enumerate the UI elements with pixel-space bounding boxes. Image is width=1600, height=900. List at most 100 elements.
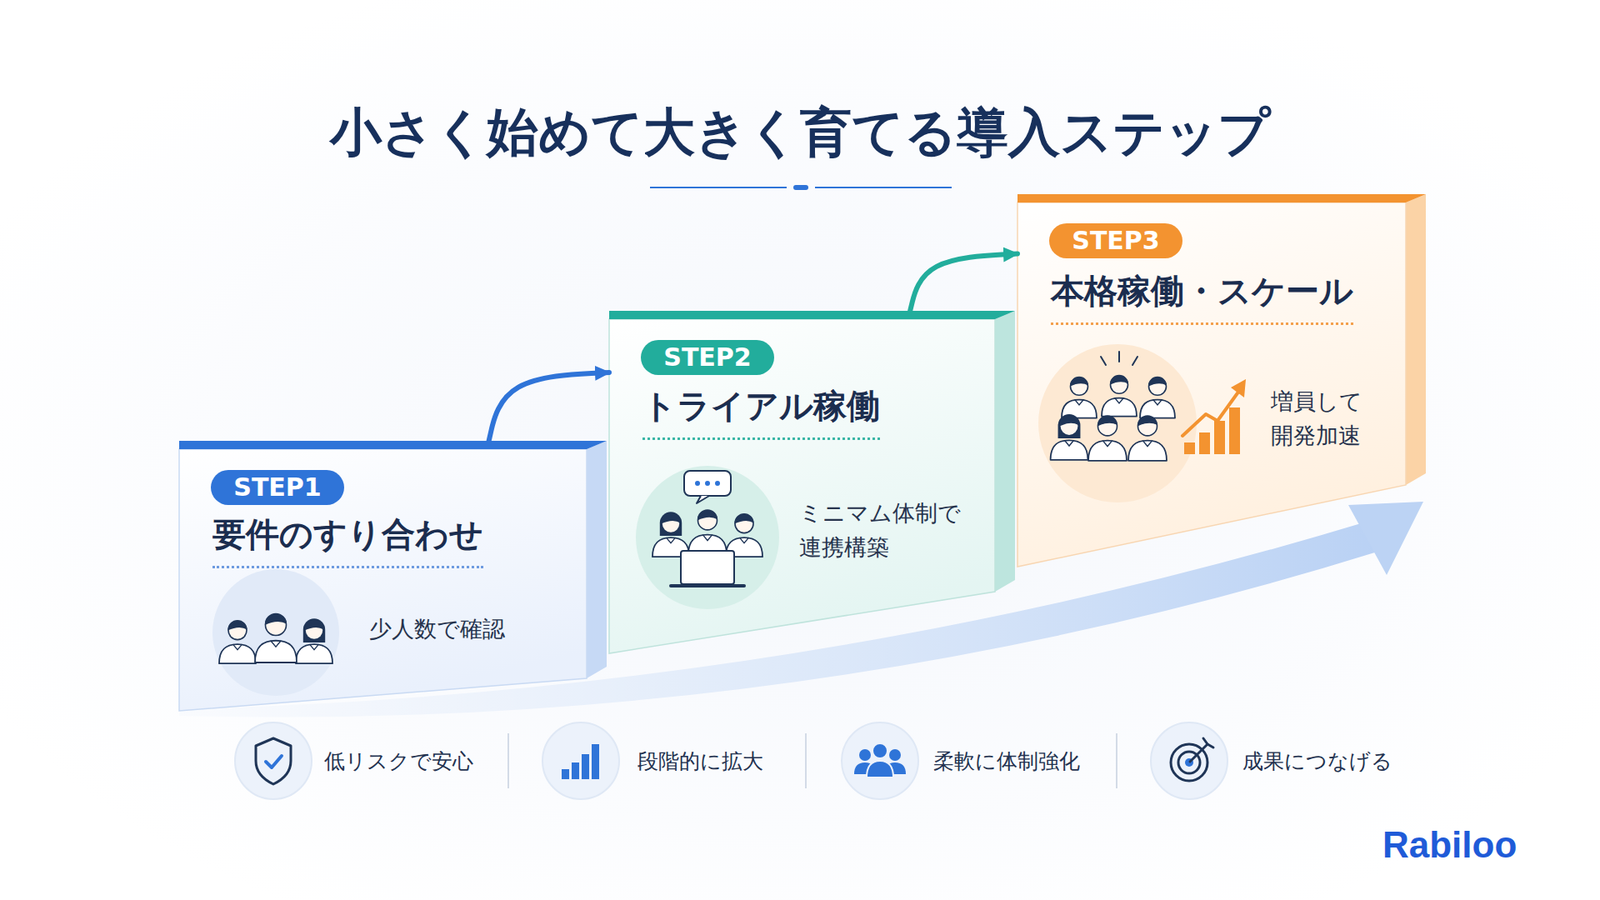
panel-top-band bbox=[179, 440, 607, 450]
sparkle-line bbox=[1118, 351, 1120, 362]
person-hair-back bbox=[1058, 414, 1081, 439]
person-hair bbox=[697, 509, 718, 520]
feature-label: 柔軟に体制強化 bbox=[933, 747, 1080, 775]
feature-icon bbox=[841, 722, 919, 800]
step-heading: トライアル稼働 bbox=[642, 385, 880, 440]
step-arrow bbox=[489, 372, 610, 441]
illustration bbox=[635, 465, 780, 610]
sparkle-line bbox=[1100, 356, 1106, 365]
step-badge: STEP1 bbox=[210, 470, 345, 505]
person-figure bbox=[1101, 375, 1137, 417]
panel-top-band bbox=[1017, 194, 1426, 203]
illustration bbox=[212, 569, 340, 696]
person-collar bbox=[270, 640, 282, 648]
person-collar bbox=[740, 537, 750, 544]
laptop-screen bbox=[680, 550, 735, 585]
person-body bbox=[1128, 440, 1167, 461]
person-collar bbox=[1142, 440, 1153, 447]
people-symbol bbox=[889, 749, 901, 761]
panel-front-face bbox=[1017, 202, 1406, 567]
feature-icon-circle bbox=[1150, 722, 1228, 800]
person-collar bbox=[233, 644, 243, 650]
person-hair bbox=[1148, 376, 1167, 387]
person-body bbox=[1088, 440, 1127, 461]
step-heading: 要件のすり合わせ bbox=[212, 514, 484, 569]
person-figure bbox=[688, 509, 727, 555]
growth-sweep-arrowhead bbox=[1348, 501, 1424, 575]
step-heading: 本格稼働・スケール bbox=[1050, 270, 1354, 325]
diagram-title: 小さく始めて大きく育てる導入ステップ bbox=[0, 99, 1600, 166]
person-collar bbox=[702, 535, 713, 541]
step-panel: トライアル稼働ミニマム体制で 連携構築 STEP2 bbox=[609, 310, 995, 654]
step-badge: STEP3 bbox=[1049, 223, 1183, 259]
person-figure bbox=[219, 620, 256, 664]
step-description: ミニマム体制で 連携構築 bbox=[799, 496, 975, 565]
title-rule bbox=[815, 186, 952, 189]
speech-dot bbox=[695, 480, 700, 486]
people-symbol bbox=[872, 743, 888, 759]
person-body bbox=[1101, 398, 1137, 417]
title-rule-dot bbox=[793, 185, 809, 190]
person-collar bbox=[1064, 440, 1074, 446]
step-badge: STEP2 bbox=[640, 340, 775, 375]
person-collar bbox=[1102, 440, 1113, 447]
bar-symbol bbox=[581, 754, 590, 780]
check-symbol bbox=[265, 755, 282, 768]
speech-bubble-tail bbox=[696, 495, 710, 504]
growth-arrow-head bbox=[1230, 379, 1246, 398]
laptop-base bbox=[670, 584, 745, 588]
panel-front-face bbox=[609, 319, 995, 654]
panel-side-face bbox=[1405, 194, 1426, 485]
person-hair bbox=[304, 620, 324, 631]
person-body bbox=[255, 640, 297, 663]
person-hair bbox=[265, 613, 287, 625]
growth-arrow-line bbox=[1182, 390, 1240, 436]
feature-icon-circle bbox=[235, 722, 312, 800]
feature-separator bbox=[507, 733, 510, 789]
speech-bubble bbox=[684, 470, 731, 496]
step-description: 増員して 開発加速 bbox=[1270, 385, 1380, 453]
person-body bbox=[219, 644, 256, 664]
people-symbol bbox=[866, 760, 894, 778]
person-figure bbox=[295, 618, 333, 664]
illustration-circle bbox=[212, 569, 340, 696]
sparkle-line bbox=[1132, 356, 1138, 365]
person-figure bbox=[1128, 415, 1167, 461]
bar-symbol bbox=[561, 769, 570, 780]
person-figure bbox=[1140, 376, 1175, 419]
person-hair bbox=[660, 513, 680, 525]
target-arrow-fletch bbox=[1203, 738, 1214, 748]
illustration bbox=[1038, 344, 1197, 503]
step-badge-label: STEP3 bbox=[1049, 223, 1183, 259]
panel-top-band bbox=[609, 310, 1015, 320]
feature-label: 低リスクで安心 bbox=[324, 747, 474, 775]
person-collar bbox=[666, 537, 676, 544]
person-hair bbox=[734, 513, 754, 525]
person-figure bbox=[255, 613, 297, 663]
feature-separator bbox=[805, 733, 807, 789]
feature-icon bbox=[1150, 722, 1228, 800]
feature-label: 段階的に拡大 bbox=[637, 747, 764, 775]
person-hair-back bbox=[303, 618, 325, 643]
shield-symbol bbox=[255, 738, 291, 785]
illustration-circle bbox=[635, 465, 780, 610]
person-body bbox=[1050, 440, 1089, 460]
step-panel: 要件のすり合わせ少人数で確認STEP1 bbox=[179, 440, 587, 711]
person-hair bbox=[1097, 415, 1118, 426]
person-hair bbox=[1070, 376, 1089, 387]
feature-icon bbox=[235, 722, 312, 800]
person-hair bbox=[1137, 415, 1158, 426]
speech-dot bbox=[705, 480, 710, 486]
feature-label: 成果につなげる bbox=[1242, 747, 1393, 775]
person-figure bbox=[1050, 414, 1089, 460]
bar-symbol bbox=[591, 744, 600, 780]
brand-logo: Rabiloo bbox=[1382, 824, 1517, 866]
person-hair bbox=[1110, 375, 1129, 385]
step-badge-label: STEP2 bbox=[640, 340, 775, 375]
target-arrow bbox=[1190, 744, 1208, 762]
person-collar bbox=[1153, 400, 1163, 405]
title-rule bbox=[650, 186, 787, 189]
step-panel: 本格稼働・スケール増員して 開発加速 STEP3 bbox=[1017, 194, 1406, 567]
step-badge-label: STEP1 bbox=[210, 470, 345, 505]
